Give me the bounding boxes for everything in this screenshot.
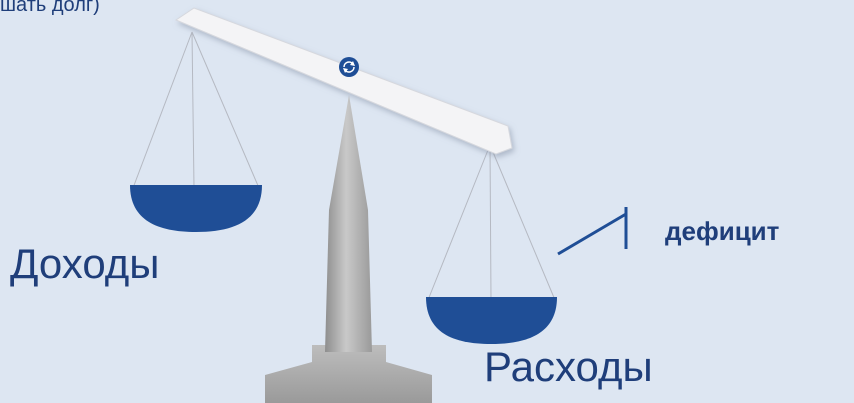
refresh-icon — [339, 57, 359, 77]
left-pan — [130, 185, 262, 232]
deficit-marker — [558, 207, 626, 254]
right-pan — [426, 297, 557, 344]
right-pan-strings — [428, 145, 555, 300]
caption-partial: шать долг) — [0, 0, 100, 17]
stand-base — [265, 345, 432, 403]
stand-pillar — [325, 95, 372, 352]
left-pan-strings — [133, 32, 259, 188]
expense-label: Расходы — [484, 343, 653, 391]
income-label: Доходы — [10, 240, 159, 288]
deficit-label: дефицит — [665, 216, 779, 247]
